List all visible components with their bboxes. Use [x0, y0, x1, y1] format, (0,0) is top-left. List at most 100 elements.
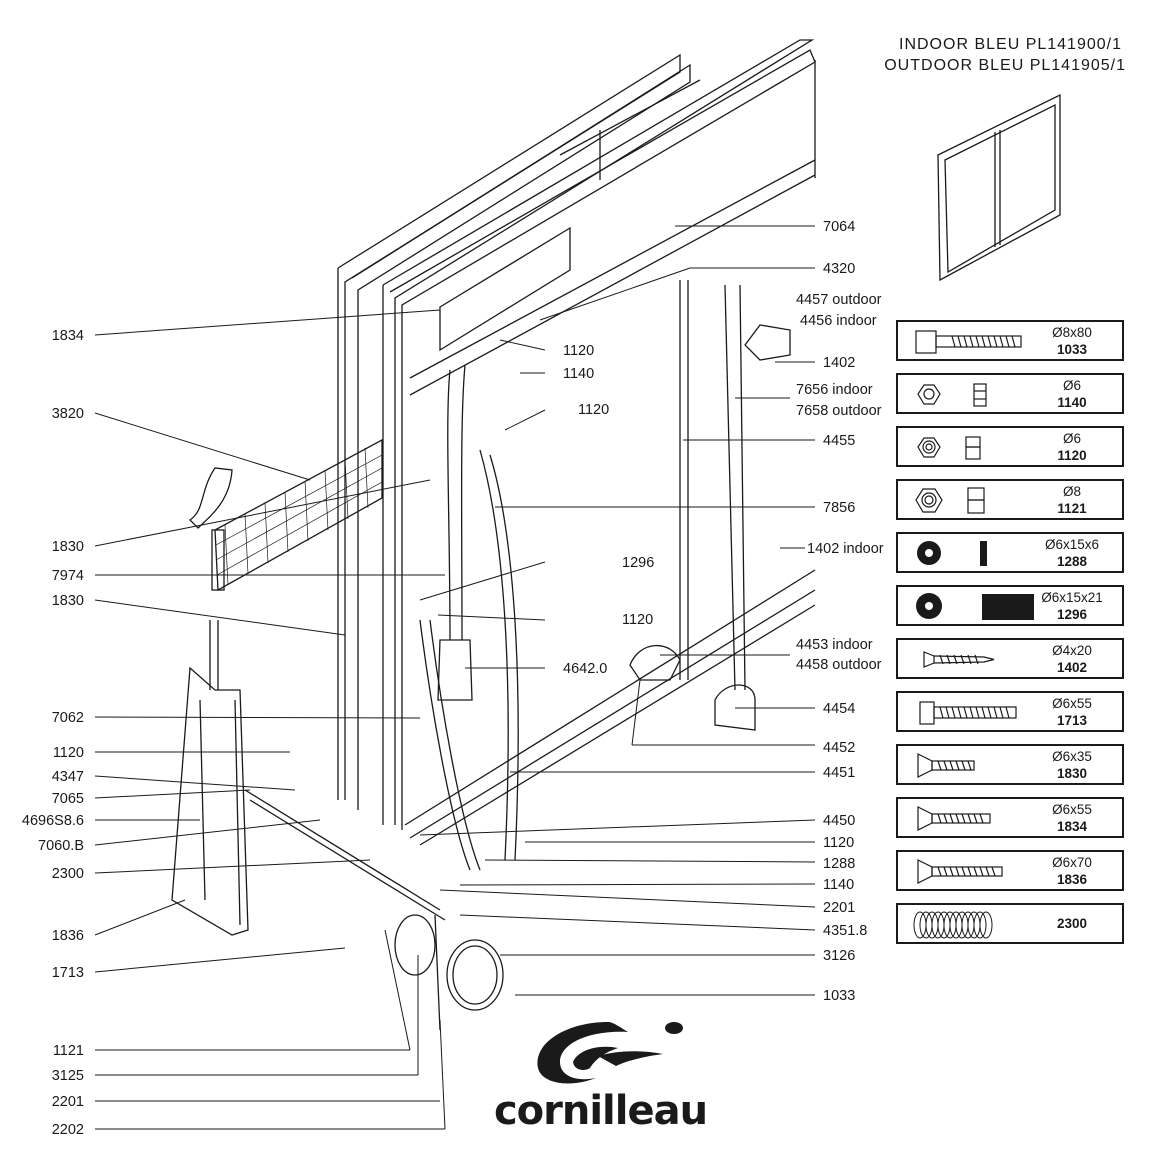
ref-label: 7856 — [823, 500, 855, 516]
ref-label: 1834 — [52, 328, 84, 344]
part-size: Ø8 — [1062, 484, 1081, 499]
part-code: 2300 — [1056, 916, 1088, 931]
ref-label: 3125 — [52, 1068, 84, 1084]
ref-label: 1296 — [622, 555, 654, 571]
ref-label: 4457 outdoor — [796, 292, 882, 308]
ref-label: 7065 — [52, 791, 84, 807]
part-box: Ø6 1140 — [896, 373, 1124, 414]
part-code: 1296 — [1056, 607, 1088, 622]
part-code: 1033 — [1056, 342, 1088, 357]
table-top-outline — [337, 39, 816, 846]
ref-label: 1120 — [578, 402, 609, 418]
part-size: Ø6x55 — [1052, 696, 1092, 711]
part-size: Ø6x55 — [1052, 802, 1092, 817]
ref-label: 4452 — [823, 740, 855, 756]
ref-label: 1120 — [622, 612, 653, 628]
hex-bolt-icon — [919, 701, 1017, 725]
part-size: Ø4x20 — [1052, 643, 1092, 658]
ref-label: 1836 — [52, 928, 84, 944]
ref-label: 1288 — [823, 856, 855, 872]
ref-label: 1033 — [823, 988, 855, 1004]
support-arms — [419, 280, 791, 871]
ref-label: 3126 — [823, 948, 855, 964]
wheel-assembly — [394, 914, 504, 1031]
ref-label: 4450 — [823, 813, 855, 829]
ref-label: 4347 — [52, 769, 84, 785]
ref-label: 4453 indoor — [796, 637, 873, 653]
wood-screw-icon — [923, 651, 995, 668]
ref-label: 3820 — [52, 406, 84, 422]
part-box: Ø6x15x6 1288 — [896, 532, 1124, 573]
hardware-parts-list: Ø8x80 1033 Ø6 1140 Ø6 1120 Ø8 1121 Ø6x15… — [896, 320, 1126, 956]
part-code: 1836 — [1056, 872, 1088, 887]
part-box: Ø6x15x21 1296 — [896, 585, 1124, 626]
ref-label: 4642.0 — [563, 661, 607, 677]
spring-coil-icon — [913, 911, 993, 939]
part-code: 1830 — [1056, 766, 1088, 781]
ref-label: 1830 — [52, 539, 84, 555]
ref-label: 1140 — [563, 366, 594, 382]
part-box: Ø6x35 1830 — [896, 744, 1124, 785]
ref-label: 1713 — [52, 965, 84, 981]
hex-nut-icon — [917, 383, 987, 407]
countersunk-screw-long-icon — [917, 859, 1003, 884]
part-code: 1121 — [1057, 501, 1087, 516]
ref-label: 2201 — [823, 900, 855, 916]
part-box: Ø6x55 1834 — [896, 797, 1124, 838]
thick-spacer-icon — [916, 593, 1034, 620]
part-code: 1402 — [1056, 660, 1088, 675]
part-box: Ø4x20 1402 — [896, 638, 1124, 679]
ref-label: 4451 — [823, 765, 855, 781]
ref-label: 4351.8 — [823, 923, 867, 939]
brand-logo: cornilleau — [478, 1010, 723, 1140]
countersunk-screw-short-icon — [917, 753, 975, 778]
ref-label: 7656 indoor — [796, 382, 873, 398]
part-box: Ø6x70 1836 — [896, 850, 1124, 891]
part-code: 1834 — [1056, 819, 1088, 834]
part-box: Ø6 1120 — [896, 426, 1124, 467]
part-size: Ø6x70 — [1052, 855, 1092, 870]
model-title-indoor: INDOOR BLEU PL141900/1 — [899, 36, 1122, 53]
ref-label: 1402 indoor — [807, 541, 884, 557]
ref-label: 7062 — [52, 710, 84, 726]
ref-label: 7060.B — [38, 838, 84, 854]
ref-label: 7064 — [823, 219, 855, 235]
left-labels: 1834 3820 1830 7974 1830 7062 1120 4347 … — [22, 328, 84, 1138]
ref-label: 4455 — [823, 433, 855, 449]
part-size: Ø6x15x6 — [1044, 537, 1100, 552]
part-code: 1140 — [1057, 395, 1087, 410]
part-size: Ø6 — [1062, 431, 1081, 446]
lock-nut-large-icon — [915, 487, 985, 514]
center-labels: 1120 1140 1120 1296 1120 4642.0 — [563, 343, 654, 677]
ref-label: 4456 indoor — [800, 313, 877, 329]
lock-nut-icon — [917, 436, 981, 460]
part-box: Ø8x80 1033 — [896, 320, 1124, 361]
ref-label: 4454 — [823, 701, 855, 717]
countersunk-screw-medium-icon — [917, 806, 991, 831]
leader-lines — [94, 225, 816, 1130]
thin-washer-icon — [917, 541, 987, 566]
ref-label: 7974 — [52, 568, 84, 584]
ref-label: 2201 — [52, 1094, 84, 1110]
model-title-outdoor: OUTDOOR BLEU PL141905/1 — [884, 57, 1126, 74]
ref-label: 4320 — [823, 261, 855, 277]
ref-label: 1402 — [823, 355, 855, 371]
part-size: Ø8x80 — [1052, 325, 1092, 340]
part-box: Ø6x55 1713 — [896, 691, 1124, 732]
ref-label: 1120 — [563, 343, 594, 359]
part-code: 1713 — [1056, 713, 1088, 728]
ref-label: 1830 — [52, 593, 84, 609]
brand-wordmark: cornilleau — [493, 1088, 708, 1134]
ref-label: 1120 — [53, 745, 84, 761]
table-thumbnail — [937, 93, 1061, 282]
ref-label: 4696S8.6 — [22, 813, 84, 829]
part-box: 2300 — [896, 903, 1124, 944]
part-box: Ø8 1121 — [896, 479, 1124, 520]
leg-frame-left — [171, 620, 446, 936]
part-size: Ø6x15x21 — [1041, 590, 1103, 605]
ref-label: 1140 — [823, 877, 854, 893]
right-labels: 7064 4320 4457 outdoor 4456 indoor 1402 … — [796, 219, 884, 1004]
net-illustration — [188, 438, 383, 592]
ref-label: 4458 outdoor — [796, 657, 882, 673]
part-code: 1120 — [1057, 448, 1087, 463]
